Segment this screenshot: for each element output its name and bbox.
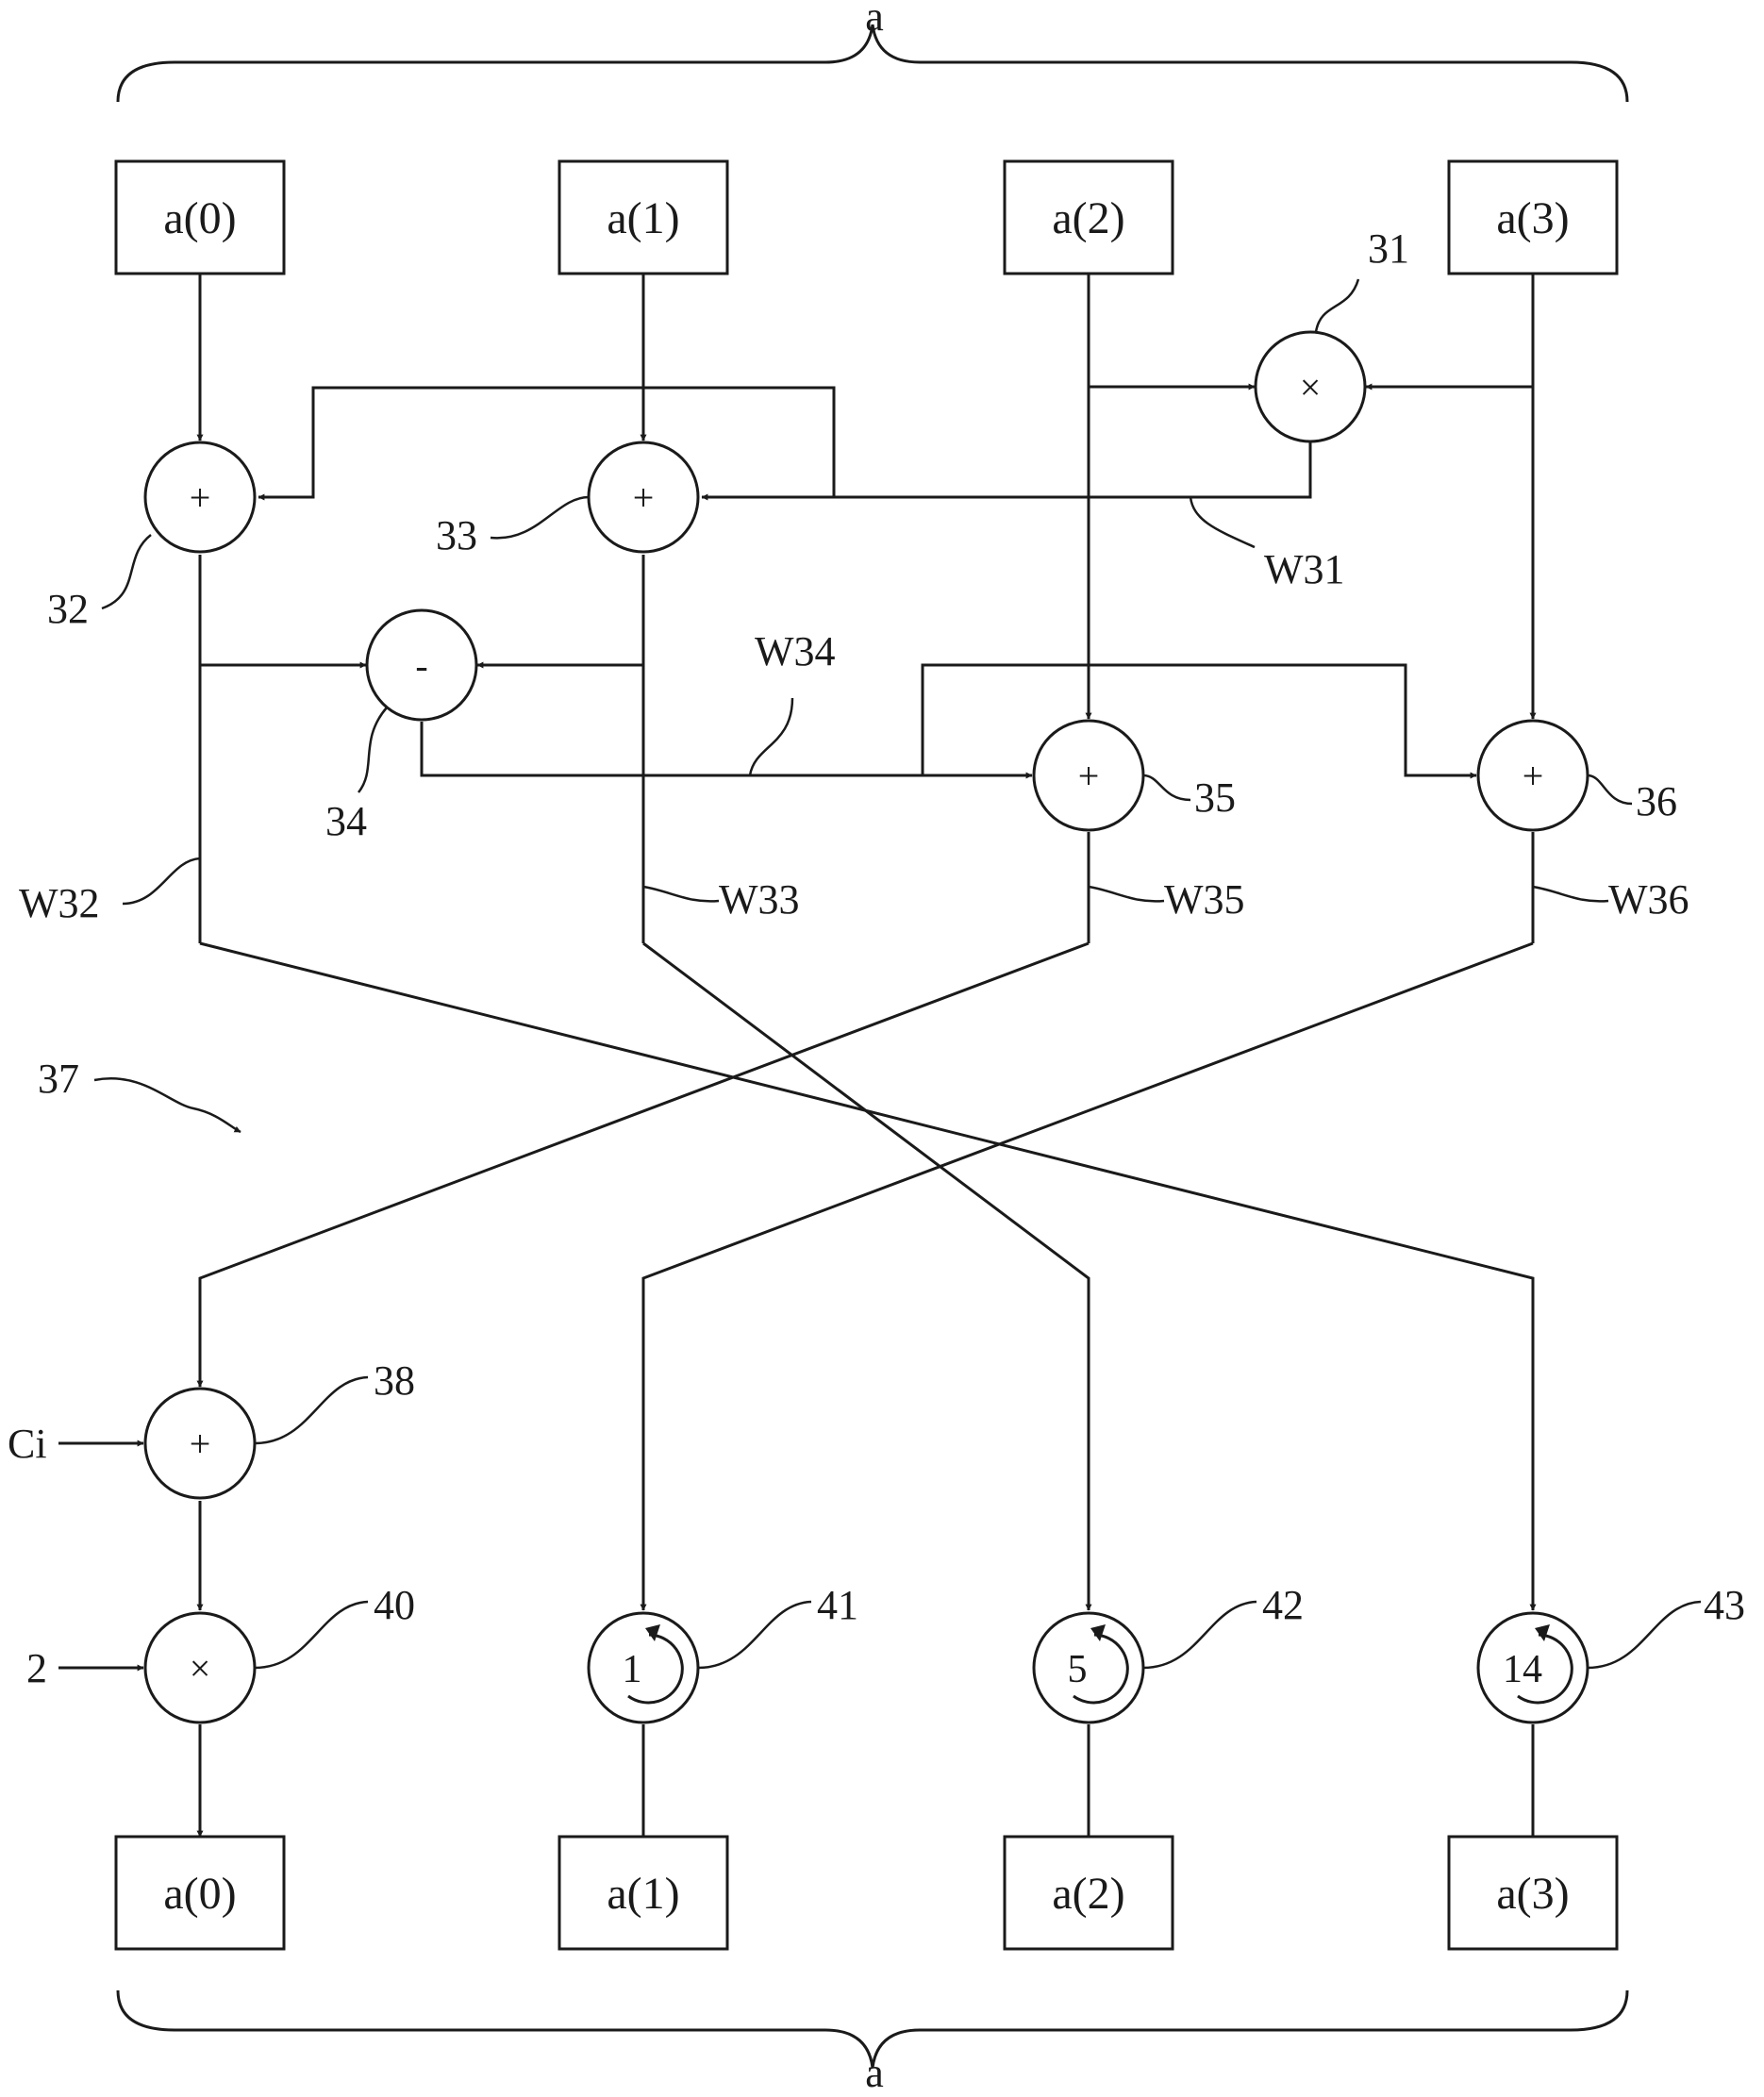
- input-label-3: a(3): [1496, 193, 1569, 243]
- wire-label-text-w36: W36: [1608, 876, 1689, 923]
- op-symbol-34: -: [415, 644, 427, 687]
- op-symbol-31: ×: [1300, 366, 1322, 408]
- wire-label-w35: W35: [1088, 876, 1245, 923]
- op-symbol-33: +: [633, 476, 655, 519]
- wire-label-text-w32: W32: [19, 880, 100, 926]
- ref-label-41: 41: [817, 1582, 858, 1628]
- upper-wires: [196, 274, 1537, 943]
- rotate-amount-43: 14: [1503, 1648, 1542, 1691]
- ref-37: 37: [38, 1056, 241, 1134]
- output-label-3: a(3): [1496, 1869, 1569, 1919]
- ref-label-37: 37: [38, 1056, 79, 1102]
- op-node-36: +: [1476, 719, 1589, 832]
- wire-label-w36: W36: [1532, 876, 1689, 923]
- wire-label-text-w31: W31: [1264, 546, 1345, 592]
- permutation-network: [196, 941, 1537, 1611]
- output-box-1: a(1): [557, 1835, 729, 1951]
- ref-36: 36: [1587, 774, 1677, 824]
- output-box-2: a(2): [1003, 1835, 1174, 1951]
- ref-43: 43: [1587, 1582, 1745, 1670]
- wire-label-w32: W32: [19, 857, 201, 926]
- op-symbol-40: ×: [190, 1647, 211, 1689]
- op-node-31: ×: [1254, 330, 1367, 443]
- op-node-33: +: [587, 441, 700, 554]
- rotate-arrow-icon: [627, 1633, 684, 1705]
- op-symbol-35: +: [1078, 755, 1100, 797]
- ref-label-32: 32: [47, 586, 89, 632]
- ref-40: 40: [254, 1582, 415, 1670]
- wire-label-text-w33: W33: [719, 876, 800, 923]
- op-node-34: -: [365, 608, 478, 722]
- output-label-0: a(0): [163, 1869, 236, 1919]
- wire-label-w34: W34: [748, 628, 836, 776]
- ref-label-34: 34: [325, 798, 367, 844]
- side-input-two: 2: [26, 1645, 47, 1691]
- ref-label-31: 31: [1368, 225, 1409, 272]
- output-box-3: a(3): [1447, 1835, 1619, 1951]
- op-symbol-32: +: [190, 476, 211, 519]
- ref-41: 41: [697, 1582, 858, 1670]
- rotate-amount-42: 5: [1068, 1648, 1088, 1691]
- input-box-0: a(0): [114, 159, 286, 275]
- ref-label-42: 42: [1262, 1582, 1304, 1628]
- ref-label-38: 38: [374, 1357, 415, 1404]
- op-node-40: ×: [143, 1611, 257, 1724]
- rotate-node-42: 5: [1032, 1611, 1145, 1724]
- top-brace-label: a: [865, 0, 884, 40]
- ref-33: 33: [436, 495, 590, 558]
- ref-31: 31: [1314, 225, 1409, 333]
- ref-32: 32: [47, 534, 152, 632]
- rotate-amount-41: 1: [623, 1648, 642, 1691]
- wire-label-text-w35: W35: [1164, 876, 1245, 923]
- rotate-arrow-icon: [1517, 1633, 1573, 1705]
- input-label-2: a(2): [1052, 193, 1124, 243]
- input-label-0: a(0): [163, 193, 236, 243]
- ref-label-33: 33: [436, 512, 477, 558]
- output-box-0: a(0): [114, 1835, 286, 1951]
- rotate-node-43: 14: [1476, 1611, 1589, 1724]
- lower-wires: [58, 1440, 1535, 1838]
- ref-label-35: 35: [1194, 774, 1236, 821]
- op-symbol-36: +: [1523, 755, 1544, 797]
- bottom-brace: a: [116, 1989, 1629, 2096]
- input-box-1: a(1): [557, 159, 729, 275]
- ref-label-43: 43: [1704, 1582, 1745, 1628]
- op-symbol-38: +: [190, 1423, 211, 1465]
- wire-label-w31: W31: [1189, 496, 1345, 592]
- output-label-1: a(1): [607, 1869, 679, 1919]
- side-input-ci: Ci: [8, 1421, 47, 1467]
- input-box-3: a(3): [1447, 159, 1619, 275]
- op-node-32: +: [143, 441, 257, 554]
- ref-label-40: 40: [374, 1582, 415, 1628]
- rotate-arrow-icon: [1073, 1633, 1129, 1705]
- ref-35: 35: [1142, 774, 1236, 821]
- ref-42: 42: [1142, 1582, 1304, 1670]
- output-label-2: a(2): [1052, 1869, 1124, 1919]
- wire-label-w33: W33: [642, 876, 800, 923]
- bottom-brace-label: a: [865, 2050, 884, 2096]
- input-label-1: a(1): [607, 193, 679, 243]
- ref-38: 38: [254, 1357, 415, 1445]
- op-node-38: +: [143, 1387, 257, 1500]
- ref-34: 34: [325, 707, 388, 844]
- input-box-2: a(2): [1003, 159, 1174, 275]
- ref-label-36: 36: [1636, 778, 1677, 824]
- op-node-35: +: [1032, 719, 1145, 832]
- top-brace: a: [116, 0, 1629, 103]
- rotate-node-41: 1: [587, 1611, 700, 1724]
- wire-label-text-w34: W34: [755, 628, 836, 674]
